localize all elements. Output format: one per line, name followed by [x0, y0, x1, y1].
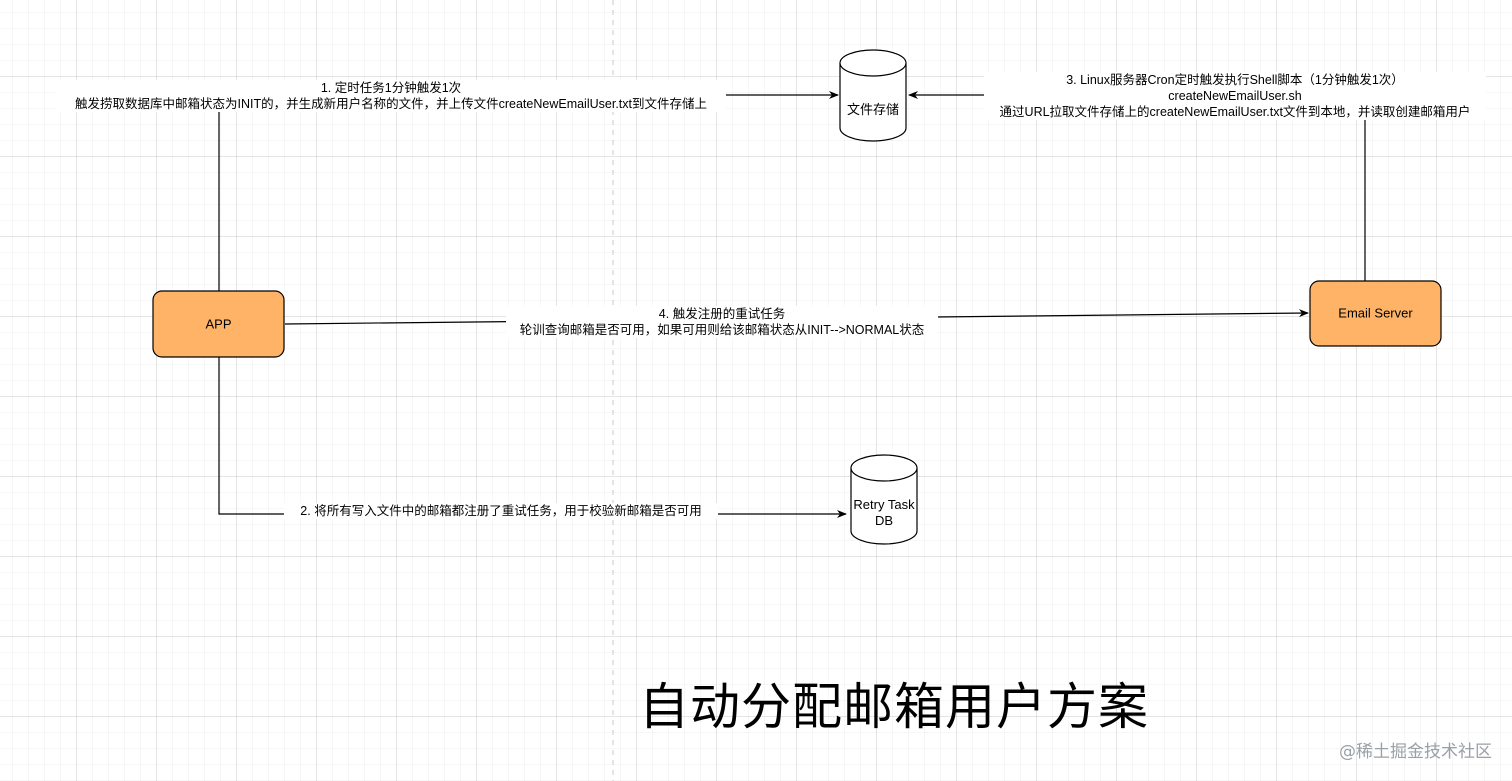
node-app-label: APP — [205, 317, 231, 332]
node-retry-task-db[interactable]: Retry Task DB — [850, 454, 918, 545]
edge-label-step1-line2: 触发捞取数据库中邮箱状态为INIT的，并生成新用户名称的文件，并上传文件crea… — [75, 97, 707, 111]
edge-label-step3-line3: 通过URL拉取文件存储上的createNewEmailUser.txt文件到本地… — [999, 105, 1471, 119]
edge-label-step3: 3. Linux服务器Cron定时触发执行Shell脚本（1分钟触发1次） cr… — [984, 72, 1486, 120]
edge-label-step2-line1: 2. 将所有写入文件中的邮箱都注册了重试任务，用于校验新邮箱是否可用 — [300, 504, 702, 518]
node-email-server-label: Email Server — [1338, 306, 1413, 321]
edge-label-step3-line2: createNewEmailUser.sh — [1168, 89, 1302, 103]
edge-email-server-to-file-storage[interactable] — [908, 91, 1366, 281]
node-retry-task-db-label-line2: DB — [875, 513, 893, 528]
edge-label-step2: 2. 将所有写入文件中的邮箱都注册了重试任务，用于校验新邮箱是否可用 — [284, 503, 718, 519]
edge-app-to-retry-task-db[interactable] — [218, 357, 847, 518]
edge-label-step4-line1: 4. 触发注册的重试任务 — [658, 307, 786, 321]
node-email-server[interactable]: Email Server — [1309, 280, 1442, 347]
edge-label-step4-line2: 轮训查询邮箱是否可用，如果可用则给该邮箱状态从INIT-->NORMAL状态 — [519, 323, 925, 337]
node-app[interactable]: APP — [152, 290, 285, 358]
watermark: @稀土掘金技术社区 — [1339, 742, 1492, 762]
diagram-title: 自动分配邮箱用户方案 — [639, 678, 1149, 736]
edge-label-step1: 1. 定时任务1分钟触发1次 触发捞取数据库中邮箱状态为INIT的，并生成新用户… — [56, 80, 726, 112]
edge-label-step1-line1: 1. 定时任务1分钟触发1次 — [320, 81, 462, 95]
edge-label-step4: 4. 触发注册的重试任务 轮训查询邮箱是否可用，如果可用则给该邮箱状态从INIT… — [506, 306, 938, 338]
node-file-storage-label: 文件存储 — [847, 102, 899, 117]
node-file-storage[interactable]: 文件存储 — [839, 49, 907, 142]
edge-app-to-file-storage[interactable] — [218, 91, 839, 291]
node-retry-task-db-label-line1: Retry Task — [853, 497, 915, 512]
edge-label-step3-line1: 3. Linux服务器Cron定时触发执行Shell脚本（1分钟触发1次） — [1066, 73, 1404, 87]
